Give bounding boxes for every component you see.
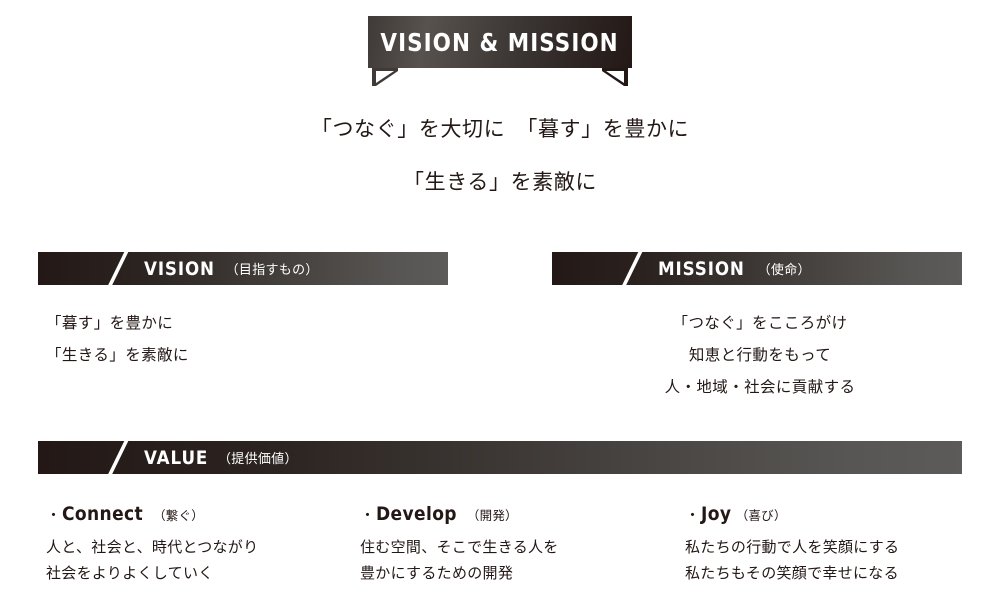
bullet-dot-icon: ・ bbox=[46, 507, 62, 524]
value-body: 人と、社会と、時代とつながり 社会をよりよくしていく bbox=[46, 535, 355, 587]
value-heading: ・ Joy （喜び） bbox=[685, 503, 1000, 525]
value-heading-en: Connect bbox=[62, 503, 144, 525]
value-line: 社会をよりよくしていく bbox=[46, 565, 214, 582]
tagline-line-1: 「つなぐ」を大切に 「暮す」を豊かに bbox=[310, 118, 690, 141]
bullet-dot-icon: ・ bbox=[685, 507, 701, 524]
vision-body: 「暮す」を豊かに 「生きる」を素敵に bbox=[46, 308, 446, 372]
title-banner: VISION & MISSION bbox=[0, 16, 1000, 86]
vision-line: 「生きる」を素敵に bbox=[46, 347, 189, 364]
section-header-vision: VISION （目指すもの） bbox=[38, 252, 448, 285]
value-heading-en: Joy bbox=[701, 503, 732, 525]
value-heading-en: Develop bbox=[376, 503, 457, 525]
section-header-value-jp: （提供価値） bbox=[217, 451, 298, 466]
ribbon-tail-left-icon bbox=[372, 68, 398, 86]
value-heading-jp: （繋ぐ） bbox=[153, 509, 204, 523]
value-body: 私たちの行動で人を笑顔にする 私たちもその笑顔で幸せになる bbox=[685, 535, 1000, 587]
diagonal-slash-icon bbox=[104, 441, 132, 474]
section-header-value-title: VALUE （提供価値） bbox=[144, 441, 298, 474]
value-line: 住む空間、そこで生きる人を bbox=[360, 539, 559, 556]
value-body: 住む空間、そこで生きる人を 豊かにするための開発 bbox=[360, 535, 675, 587]
value-heading: ・ Develop （開発） bbox=[360, 503, 675, 525]
mission-body: 「つなぐ」をこころがけ 知恵と行動をもって 人・地域・社会に貢献する bbox=[560, 308, 960, 404]
mission-line: 「つなぐ」をこころがけ bbox=[672, 315, 848, 332]
value-columns: ・ Connect （繋ぐ） 人と、社会と、時代とつながり 社会をよりよくしてい… bbox=[0, 503, 1000, 587]
ribbon-tail-right-icon bbox=[602, 68, 628, 86]
value-line: 私たちもその笑顔で幸せになる bbox=[685, 565, 899, 582]
section-header-mission-jp: （使命） bbox=[757, 262, 811, 277]
section-header-vision-title: VISION （目指すもの） bbox=[144, 252, 319, 285]
section-header-mission-en: MISSION bbox=[658, 257, 745, 280]
mission-line: 人・地域・社会に貢献する bbox=[664, 379, 856, 396]
value-heading: ・ Connect （繋ぐ） bbox=[46, 503, 355, 525]
section-header-mission-title: MISSION （使命） bbox=[658, 252, 811, 285]
value-line: 私たちの行動で人を笑顔にする bbox=[685, 539, 900, 556]
value-column-develop: ・ Develop （開発） 住む空間、そこで生きる人を 豊かにするための開発 bbox=[355, 503, 675, 587]
vision-line: 「暮す」を豊かに bbox=[46, 315, 174, 332]
tagline-line-2: 「生きる」を素敵に bbox=[403, 171, 597, 194]
bullet-dot-icon: ・ bbox=[360, 507, 376, 524]
value-heading-jp: （喜び） bbox=[735, 509, 787, 523]
value-line: 人と、社会と、時代とつながり bbox=[46, 539, 259, 556]
section-header-mission: MISSION （使命） bbox=[552, 252, 962, 285]
section-header-value-en: VALUE bbox=[144, 446, 209, 469]
section-header-vision-jp: （目指すもの） bbox=[225, 262, 319, 277]
diagonal-slash-icon bbox=[104, 252, 132, 285]
ribbon-plate: VISION & MISSION bbox=[368, 16, 632, 86]
value-column-joy: ・ Joy （喜び） 私たちの行動で人を笑顔にする 私たちもその笑顔で幸せになる bbox=[675, 503, 1000, 587]
section-header-vision-en: VISION bbox=[144, 257, 215, 280]
section-header-value: VALUE （提供価値） bbox=[38, 441, 962, 474]
page-title: VISION & MISSION bbox=[380, 27, 620, 57]
diagonal-slash-icon bbox=[618, 252, 646, 285]
mission-line: 知恵と行動をもって bbox=[688, 347, 832, 364]
value-heading-jp: （開発） bbox=[466, 509, 518, 523]
value-line: 豊かにするための開発 bbox=[360, 565, 514, 582]
value-column-connect: ・ Connect （繋ぐ） 人と、社会と、時代とつながり 社会をよりよくしてい… bbox=[0, 503, 355, 587]
